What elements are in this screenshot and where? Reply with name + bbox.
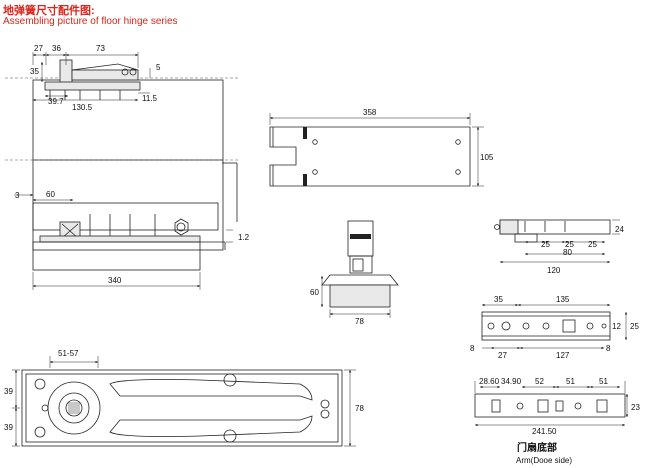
arm-dim-25a: 25 — [541, 240, 550, 249]
arm-side-view: 35 135 12 25 8 27 127 8 — [470, 295, 639, 360]
arm-side-dim-8b: 8 — [606, 344, 611, 353]
spring-dim-51-57: 51-57 — [58, 349, 79, 358]
dim-3: 3 — [15, 191, 20, 200]
arm-side-dim-8a: 8 — [470, 344, 475, 353]
installation-side-view: 27 36 73 35 5 39.7 130.5 11.5 3 60 1.2 — [5, 44, 250, 290]
arm-side-dim-127: 127 — [556, 351, 570, 360]
dim-11-5: 11.5 — [142, 94, 158, 103]
spindle-cap-view: 60 78 — [310, 220, 399, 326]
door-dim-241-50: 241.50 — [532, 427, 557, 436]
title-english: Assembling picture of floor hinge series — [3, 16, 178, 27]
door-label-english: Arm(Dooe side) — [516, 456, 572, 465]
dim-36: 36 — [52, 44, 61, 53]
dim-5: 5 — [156, 63, 161, 72]
dim-130-5: 130.5 — [72, 103, 93, 112]
arm-side-dim-12: 12 — [612, 322, 621, 331]
spring-dim-39b: 39 — [4, 423, 13, 432]
door-dim-51a: 51 — [566, 377, 575, 386]
door-dim-28-60: 28.60 — [479, 377, 500, 386]
door-arm-view: 28.60 34.90 52 51 51 23 241.50 门扇底部 Arm(… — [474, 377, 640, 465]
dim-340: 340 — [108, 276, 122, 285]
arm-dim-80: 80 — [563, 248, 572, 257]
door-dim-34-90: 34.90 — [501, 377, 522, 386]
spring-dim-39a: 39 — [4, 387, 13, 396]
door-dim-52: 52 — [535, 377, 544, 386]
arm-side-dim-27: 27 — [498, 351, 507, 360]
arm-dim-25c: 25 — [588, 240, 597, 249]
dim-39-7: 39.7 — [48, 97, 64, 106]
spring-dim-78: 78 — [355, 404, 364, 413]
dim-60-left: 60 — [46, 190, 55, 199]
spring-top-view: 51-57 39 39 78 — [4, 349, 364, 447]
cap-dim-78: 78 — [355, 317, 364, 326]
door-dim-23: 23 — [631, 403, 640, 412]
dim-358: 358 — [363, 108, 377, 117]
dim-73: 73 — [96, 44, 105, 53]
arm-side-dim-35: 35 — [494, 295, 503, 304]
arm-side-dim-135: 135 — [556, 295, 570, 304]
arm-dim-120: 120 — [547, 266, 561, 275]
dim-105: 105 — [480, 153, 494, 162]
arm-top-view: 24 25 25 25 80 120 — [494, 219, 624, 275]
cap-dim-60: 60 — [310, 288, 319, 297]
dim-1-2: 1.2 — [238, 233, 250, 242]
cover-plate-view: 358 105 — [269, 108, 494, 187]
arm-side-dim-25: 25 — [630, 322, 639, 331]
door-dim-51b: 51 — [599, 377, 608, 386]
arm-dim-24: 24 — [615, 225, 624, 234]
door-label-chinese: 门扇底部 — [517, 441, 557, 454]
arm-dim-25b: 25 — [565, 240, 574, 249]
dim-27: 27 — [34, 44, 43, 53]
dim-35-left: 35 — [30, 67, 39, 76]
title-chinese: 地弹簧尺寸配件图: — [3, 5, 95, 17]
